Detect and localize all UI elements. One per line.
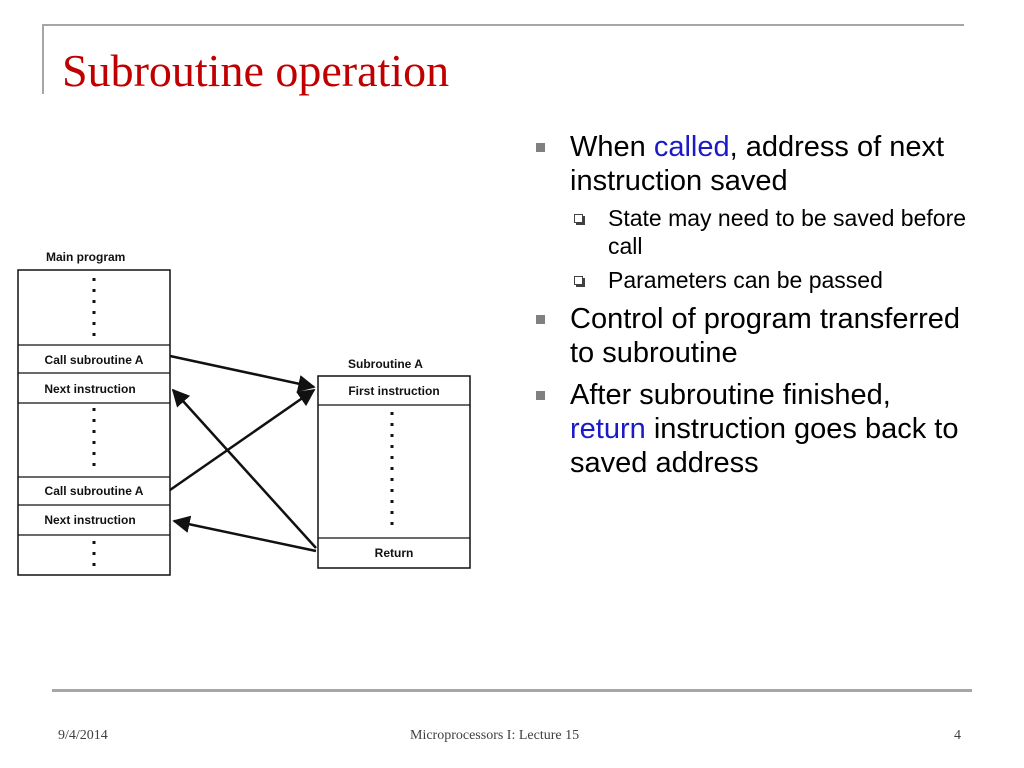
left-frame-line xyxy=(42,24,44,94)
main-row-call-2: Call subroutine A xyxy=(45,484,144,498)
subroutine-row-return: Return xyxy=(375,546,414,560)
keyword-called: called xyxy=(653,131,730,163)
subroutine-box xyxy=(317,375,471,569)
main-row-call-1: Call subroutine A xyxy=(45,353,144,367)
checkbox-bullet-icon xyxy=(574,276,583,285)
return-arrow-1 xyxy=(171,388,317,549)
subroutine-heading: Subroutine A xyxy=(348,357,423,371)
call-arrow-1 xyxy=(169,354,316,393)
slide-title: Subroutine operation xyxy=(62,45,450,96)
subroutine-row-first: First instruction xyxy=(348,384,439,398)
footer-date: 9/4/2014 xyxy=(58,728,108,743)
sub-bullet-item: Parameters can be passed xyxy=(534,266,974,294)
main-row-next-2: Next instruction xyxy=(44,513,135,527)
square-bullet-icon xyxy=(536,143,545,152)
top-frame-line xyxy=(42,24,964,26)
footer-page-number: 4 xyxy=(954,728,961,743)
square-bullet-icon xyxy=(536,315,545,324)
bullet-item: When called, address of next instruction… xyxy=(534,130,974,198)
footer-rule xyxy=(52,689,972,692)
main-program-box xyxy=(17,269,171,576)
square-bullet-icon xyxy=(536,391,545,400)
keyword-return: return xyxy=(570,413,646,445)
bullet-list: When called, address of next instruction… xyxy=(534,130,974,488)
main-row-next-1: Next instruction xyxy=(44,382,135,396)
call-arrow-2 xyxy=(169,388,316,492)
subroutine-diagram: Main program Call subroutine A Next inst… xyxy=(17,250,471,576)
return-arrow-2 xyxy=(172,515,317,553)
main-program-heading: Main program xyxy=(46,250,125,264)
sub-bullet-item: State may need to be saved before call xyxy=(534,204,974,260)
footer-course: Microprocessors I: Lecture 15 xyxy=(410,728,580,743)
bullet-item: Control of program transferred to subrou… xyxy=(534,302,974,370)
checkbox-bullet-icon xyxy=(574,214,583,223)
bullet-item: After subroutine finished, return instru… xyxy=(534,378,974,480)
